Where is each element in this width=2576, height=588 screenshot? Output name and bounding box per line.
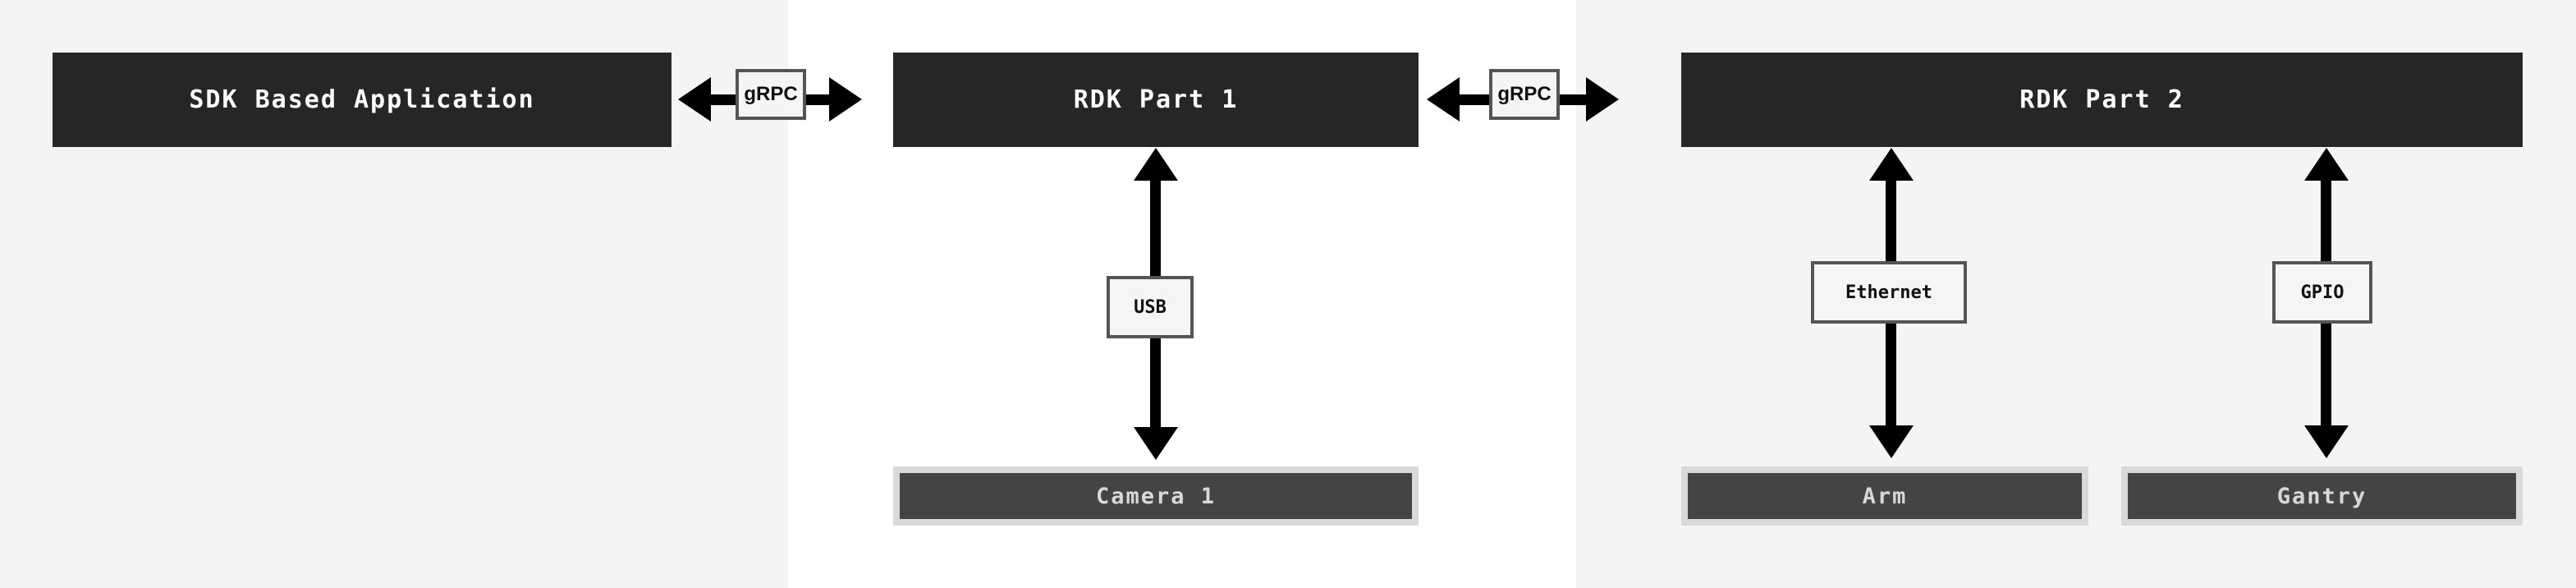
arrow-shaft-rdk1-camera1-upper (1150, 179, 1161, 278)
node-sdk-based-application[interactable]: SDK Based Application (53, 53, 672, 147)
node-camera-1[interactable]: Camera 1 (893, 466, 1419, 526)
arrow-head-sdk-to-rdk1-left (678, 77, 711, 122)
arrow-head-rdk2-arm-up (1869, 148, 1914, 181)
edge-label-ethernet[interactable]: Ethernet (1811, 261, 1967, 324)
node-rdk-part-1[interactable]: RDK Part 1 (893, 53, 1419, 147)
arrow-head-rdk2-gantry-up (2304, 148, 2349, 181)
edge-label-gpio[interactable]: GPIO (2272, 261, 2372, 324)
edge-label-grpc-rdk1-rdk2[interactable]: gRPC (1489, 69, 1560, 120)
edge-label-grpc-sdk-rdk1[interactable]: gRPC (736, 69, 806, 120)
arrow-head-rdk2-gantry-down (2304, 425, 2349, 458)
edge-label-usb[interactable]: USB (1107, 276, 1194, 338)
arrow-head-rdk2-arm-down (1869, 425, 1914, 458)
node-arm[interactable]: Arm (1681, 466, 2088, 526)
arrow-shaft-sdk-to-rdk1-right (806, 94, 831, 105)
arrow-shaft-rdk2-arm-lower (1886, 322, 1896, 427)
arrow-shaft-rdk1-camera1-lower (1150, 337, 1161, 429)
arrow-head-rdk1-to-rdk2-right (1586, 77, 1619, 122)
node-gantry[interactable]: Gantry (2121, 466, 2523, 526)
arrow-shaft-rdk2-arm-upper (1886, 179, 1896, 278)
arrow-head-rdk1-camera1-down (1134, 427, 1178, 460)
arrow-head-sdk-to-rdk1-right (829, 77, 862, 122)
arrow-head-rdk1-to-rdk2-left (1427, 77, 1460, 122)
node-rdk-part-2[interactable]: RDK Part 2 (1681, 53, 2523, 147)
arrow-shaft-rdk2-gantry-upper (2321, 179, 2331, 278)
node-arm-label: Arm (1688, 473, 2082, 519)
arrow-shaft-sdk-to-rdk1-left (709, 94, 737, 105)
arrow-shaft-rdk1-to-rdk2-left (1458, 94, 1491, 105)
node-camera-1-label: Camera 1 (900, 473, 1412, 519)
arrow-shaft-rdk1-to-rdk2-right (1560, 94, 1589, 105)
arrow-head-rdk1-camera1-up (1134, 148, 1178, 181)
node-gantry-label: Gantry (2128, 473, 2516, 519)
arrow-shaft-rdk2-gantry-lower (2321, 322, 2331, 427)
